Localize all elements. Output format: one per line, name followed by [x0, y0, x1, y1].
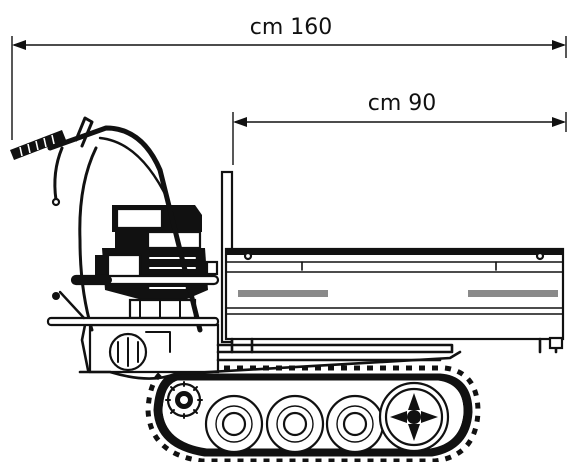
load-bed-length-label: cm 90 — [368, 91, 437, 116]
road-wheel-3 — [325, 394, 385, 454]
load-bed — [205, 170, 565, 354]
overall-length-label: cm 160 — [250, 15, 333, 40]
road-wheel-1 — [204, 394, 264, 454]
idler-wheel — [378, 381, 450, 453]
control-levers — [46, 274, 220, 327]
overall-length-dimension: cm 160 — [11, 15, 567, 140]
pulley-cover — [108, 331, 171, 372]
handlebar — [47, 116, 203, 372]
road-wheel-2 — [265, 394, 325, 454]
load-bed-length-dimension: cm 90 — [232, 91, 567, 165]
drive-sprocket — [165, 381, 203, 419]
handle-grip — [10, 130, 66, 160]
